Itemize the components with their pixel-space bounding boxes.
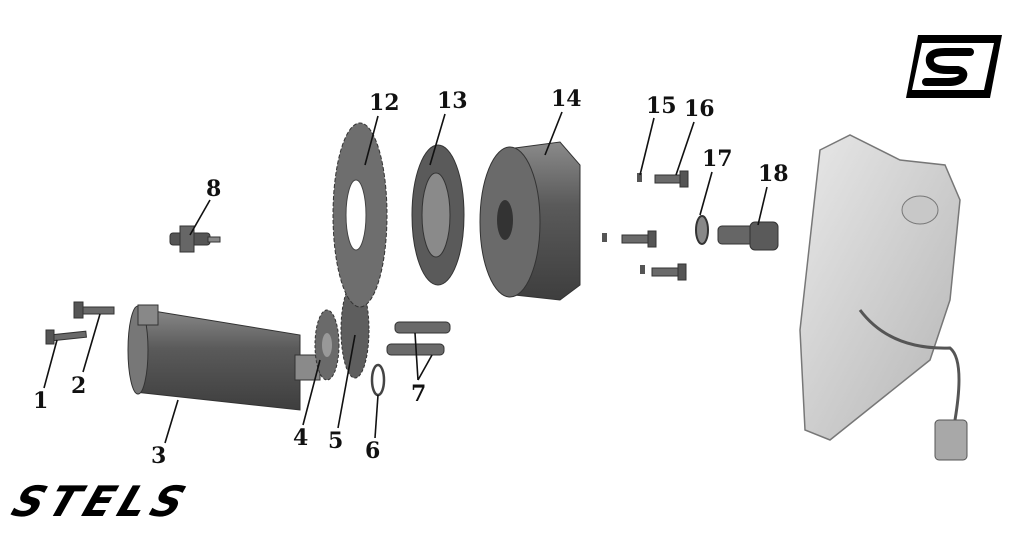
generator-cover: [799, 134, 968, 461]
callout-13: 13: [437, 88, 468, 114]
callout-5: 5: [328, 428, 343, 454]
bolt-2: [73, 301, 115, 319]
callout-8: 8: [206, 176, 221, 202]
o-ring-6: [370, 363, 386, 397]
leader-lines: [43, 111, 768, 444]
stels-badge-logo: [906, 35, 1002, 98]
callout-18: 18: [758, 161, 789, 187]
starter-motor: [127, 304, 321, 411]
callout-16: 16: [684, 96, 715, 122]
callout-4: 4: [293, 425, 308, 451]
starter-clutch-13: [411, 144, 465, 286]
pins-15: [602, 173, 645, 274]
callout-6: 6: [365, 438, 380, 464]
gear-4: [314, 309, 340, 381]
shafts-7: [386, 321, 451, 356]
callout-12: 12: [369, 90, 400, 116]
washer-17: [695, 215, 709, 245]
callout-17: 17: [702, 146, 733, 172]
flywheel-rotor-14: [479, 141, 581, 301]
callout-15: 15: [646, 93, 677, 119]
bolts-16: [621, 170, 689, 281]
callout-2: 2: [71, 373, 86, 399]
stels-word-logo: STELS: [5, 478, 197, 526]
starter-gear-12: [332, 122, 388, 308]
callout-14: 14: [551, 86, 582, 112]
plug-18: [717, 221, 779, 251]
sensor-8: [169, 225, 221, 253]
callout-1: 1: [33, 388, 48, 414]
callout-7: 7: [411, 381, 426, 407]
callout-3: 3: [151, 443, 166, 469]
bolt-1: [45, 329, 87, 345]
